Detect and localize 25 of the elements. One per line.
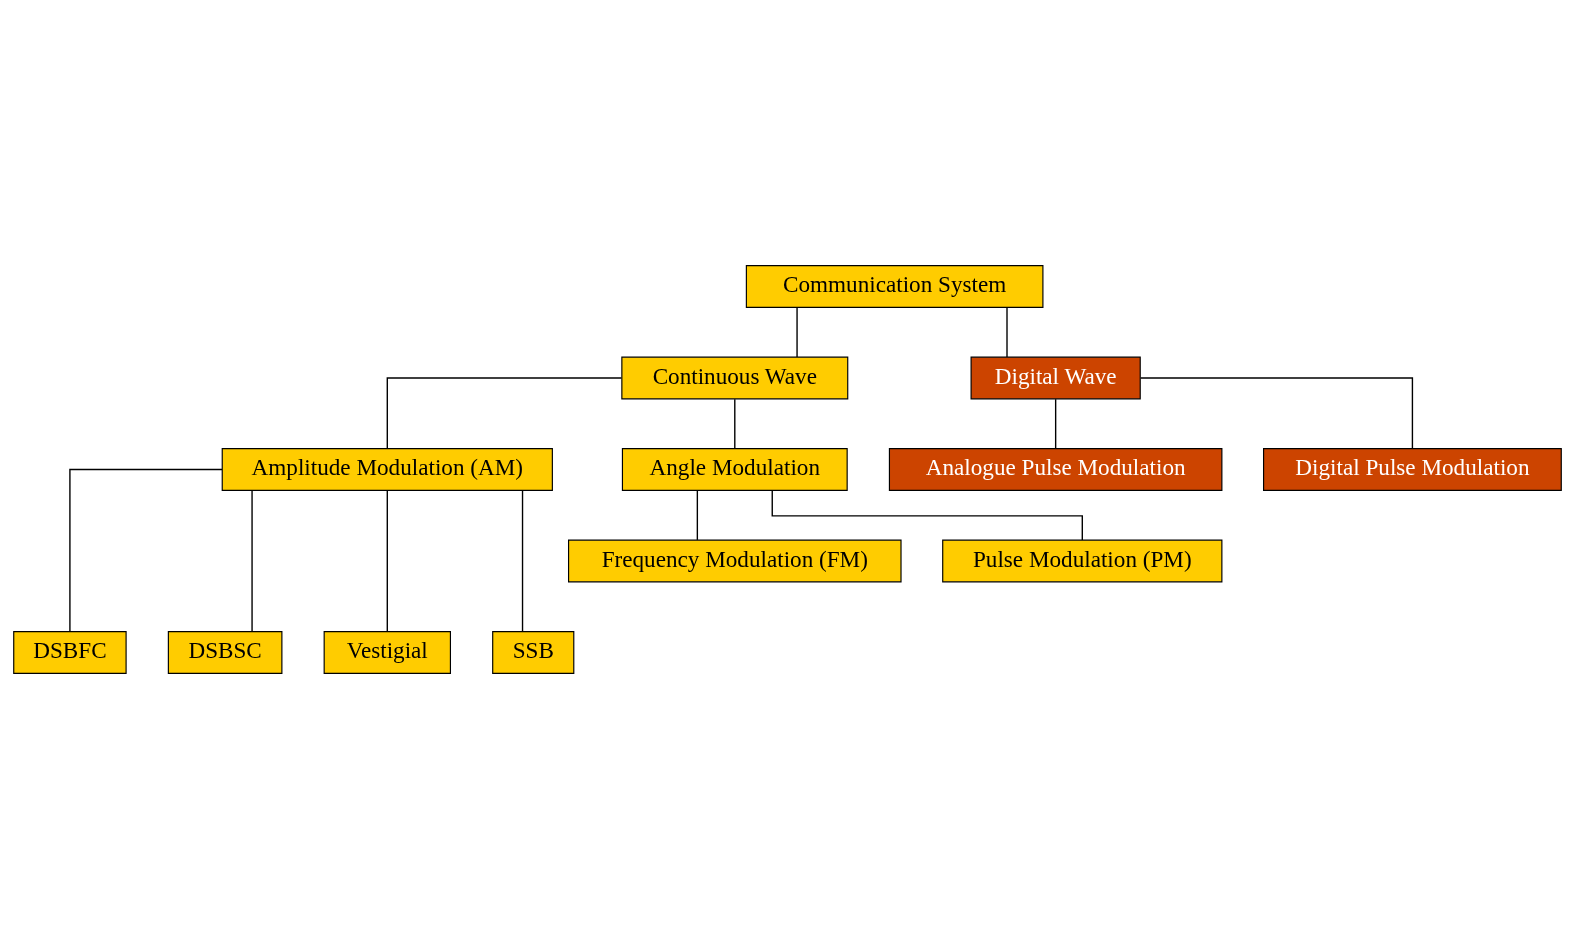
connector xyxy=(386,489,388,632)
node-box: Digital Wave xyxy=(970,356,1141,399)
connector xyxy=(69,468,223,632)
connector xyxy=(696,489,699,541)
connector xyxy=(796,306,798,358)
connector xyxy=(251,489,253,632)
node-box: Amplitude Modulation (AM) xyxy=(221,447,553,491)
node-box: DSBSC xyxy=(167,630,283,674)
node-box: Vestigial xyxy=(323,630,451,674)
node-box: DSBFC xyxy=(13,630,127,674)
node-box: Analogue Pulse Modulation xyxy=(888,447,1223,491)
connector xyxy=(1006,306,1008,358)
connector xyxy=(521,489,524,632)
connector xyxy=(771,489,1083,541)
node-box: Frequency Modulation (FM) xyxy=(568,539,902,582)
node-box: Digital Pulse Modulation xyxy=(1263,447,1562,491)
node-box: Angle Modulation xyxy=(621,447,848,491)
connector xyxy=(734,398,736,449)
connector xyxy=(1054,398,1057,449)
node-box: Continuous Wave xyxy=(621,356,849,399)
connector xyxy=(386,376,623,449)
node-box: SSB xyxy=(492,630,575,674)
connector xyxy=(1139,376,1414,449)
node-box: Pulse Modulation (PM) xyxy=(942,539,1223,582)
node-box: Communication System xyxy=(745,264,1044,308)
